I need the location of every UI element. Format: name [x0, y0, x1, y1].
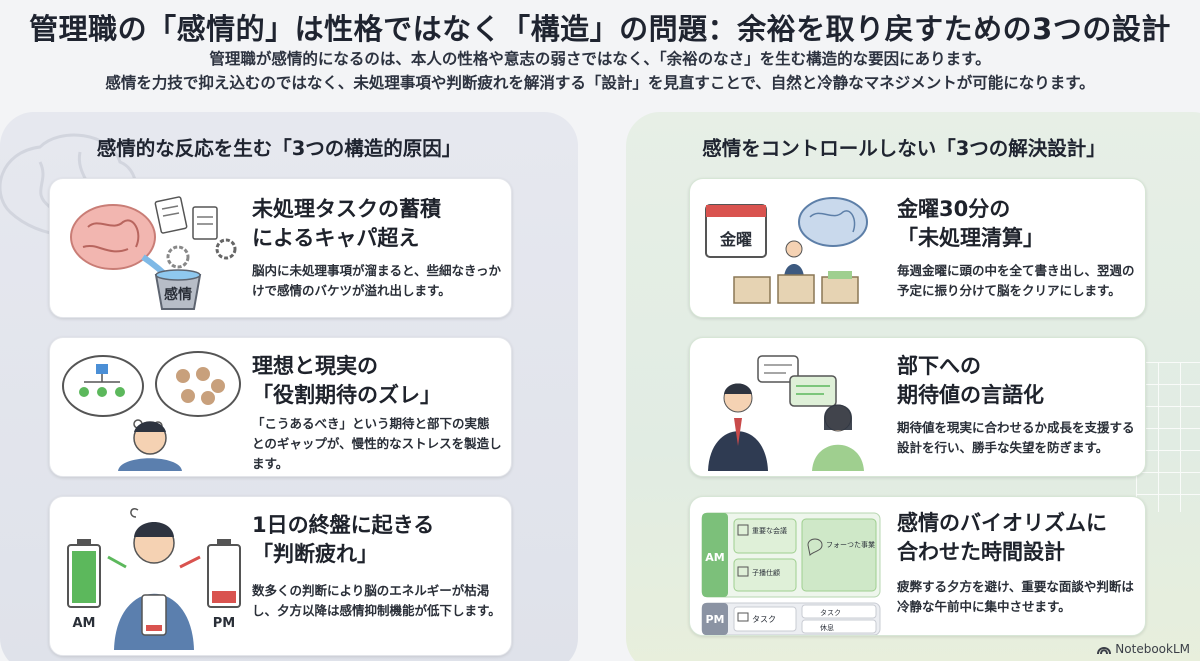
cause-card-expectation: 理想と現実の 「役割期待のズレ」 「こうあるべき」という期待と部下の実態とのギャ… [49, 337, 512, 477]
solution-card-desc: 期待値を現実に合わせるか成長を支援する設計を行い、勝手な失望を防ぎます。 [897, 420, 1135, 455]
svg-text:子播仕顧: 子播仕顧 [752, 568, 780, 577]
svg-text:タスク: タスク [820, 608, 841, 617]
svg-text:重要な会議: 重要な会議 [752, 526, 787, 535]
causes-heading: 感情的な反応を生む「3つの構造的原因」 [96, 137, 462, 160]
svg-text:金曜: 金曜 [719, 230, 752, 249]
solutions-panel: 感情をコントロールしない「3つの解決設計」 金曜 金曜30分の 「未処理清算」 … [626, 112, 1200, 661]
cause-card-title: 未処理タスクの蓄積 によるキャパ超え [252, 197, 441, 250]
solutions-heading: 感情をコントロールしない「3つの解決設計」 [702, 137, 1106, 160]
solution-card-desc: 疲弊する夕方を避け、重要な面談や判断は冷静な午前中に集中させます。 [897, 579, 1134, 614]
solution-card-expectation-words: 部下への 期待値の言語化 期待値を現実に合わせるか成長を支援する設計を行い、勝手… [689, 337, 1146, 477]
cause-card-desc: 数多くの判断により脳のエネルギーが枯渇し、夕方以降は感情抑制機能が低下します。 [252, 583, 501, 618]
solution-card-time-design: AM 重要な会議 子播仕顧 フォーつた事業 PM タスク タスク 休息 感情のバ… [689, 496, 1146, 636]
solution-card-friday-clear: 金曜 金曜30分の 「未処理清算」 毎週金曜に頭の中を全て書き出し、翌週の予定に… [689, 178, 1146, 318]
cause-card-desc: 脳内に未処理事項が溜まると、些細なきっかけで感情のバケツが溢れ出します。 [252, 263, 502, 298]
solution-card-desc: 毎週金曜に頭の中を全て書き出し、翌週の予定に振り分けて脳をクリアにします。 [897, 263, 1135, 298]
svg-text:タスク: タスク [752, 615, 776, 624]
svg-text:PM: PM [705, 613, 724, 626]
thought-bubbles-icon [62, 351, 241, 471]
schedule-icon: AM 重要な会議 子播仕顧 フォーつた事業 PM タスク タスク 休息 [701, 512, 881, 635]
grid-decoration [1136, 362, 1200, 512]
svg-text:フォーつた事業: フォーつた事業 [826, 540, 875, 549]
calendar-brain-icon: 金曜 [705, 197, 868, 304]
svg-text:感情: 感情 [164, 286, 192, 303]
svg-text:休息: 休息 [820, 623, 834, 632]
brand-label: NotebookLM [1115, 642, 1190, 656]
page-title: 管理職の「感情的」は性格ではなく「構造」の問題：余裕を取り戻すための3つの設計 [29, 12, 1171, 46]
page-subtitle-line1: 管理職が感情的になるのは、本人の性格や意志の弱さではなく、「余裕のなさ」を生む構… [209, 50, 991, 68]
cause-card-title: 理想と現実の 「役割期待のズレ」 [252, 354, 441, 407]
svg-text:PM: PM [213, 616, 235, 631]
svg-text:AM: AM [705, 551, 724, 564]
cause-card-capacity: 感情 未処理タスクの蓄積 によるキャパ超え 脳内に未処理事項が溜まると、些細なき… [49, 178, 512, 318]
cause-card-desc: 「こうあるべき」という期待と部下の実態とのギャップが、慢性的なストレスを製造しま… [252, 416, 502, 471]
brand-logo: NotebookLM [1097, 642, 1190, 656]
causes-panel: 感情的な反応を生む「3つの構造的原因」 感情 未処理タスクの蓄積 によるキャパ超… [0, 112, 578, 661]
cause-card-decision-fatigue: AM PM 1日の終盤に起きる 「判断疲れ」 数多くの判断により脳のエネルギーが… [49, 496, 512, 656]
solution-card-title: 部下への 期待値の言語化 [897, 354, 1044, 407]
page-subtitle-line2: 感情を力技で抑え込むのではなく、未処理事項や判断疲れを解消する「設計」を見直すこ… [105, 74, 1095, 92]
conversation-icon [708, 355, 864, 471]
cause-card-title: 1日の終盤に起きる 「判断疲れ」 [252, 513, 435, 566]
battery-drain-icon: AM PM [67, 508, 241, 650]
notebooklm-logo-icon [1097, 647, 1112, 655]
solution-card-title: 金曜30分の 「未処理清算」 [897, 197, 1044, 250]
solution-card-title: 感情のバイオリズムに 合わせた時間設計 [897, 511, 1107, 564]
svg-text:AM: AM [73, 616, 96, 631]
brain-bucket-icon: 感情 [70, 196, 237, 310]
